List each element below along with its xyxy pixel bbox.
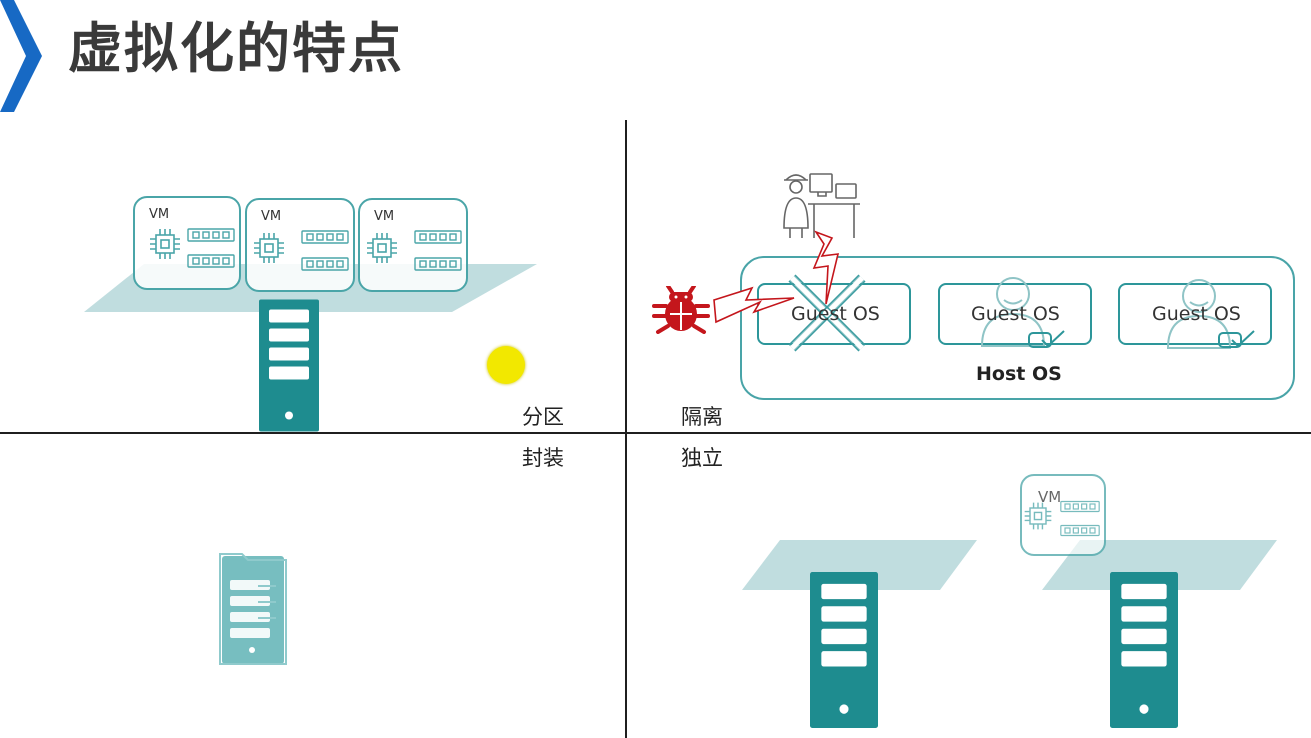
cross-icon bbox=[788, 274, 866, 352]
vm-card: VM bbox=[133, 196, 241, 290]
slide-title: 虚拟化的特点 bbox=[68, 17, 404, 80]
memory-icon bbox=[1060, 500, 1100, 513]
vm-label: VM bbox=[261, 209, 282, 224]
cpu-chip-icon bbox=[147, 226, 183, 262]
horizontal-divider bbox=[0, 432, 1311, 434]
quadrant-label-independence: 独立 bbox=[681, 446, 723, 470]
cpu-chip-icon bbox=[251, 230, 287, 266]
encapsulated-file-icon bbox=[219, 553, 287, 665]
vm-card: VM bbox=[245, 198, 355, 292]
server-icon bbox=[1110, 572, 1178, 728]
lightning-attack-icon bbox=[812, 230, 840, 305]
checkmark-icon bbox=[1028, 330, 1068, 350]
guest-os-label: Guest OS bbox=[971, 303, 1060, 325]
lightning-attack-icon bbox=[713, 286, 795, 324]
guest-os-box bbox=[938, 283, 1092, 345]
vm-card: VM bbox=[358, 198, 468, 292]
guest-os-label: Guest OS bbox=[1152, 303, 1241, 325]
server-icon bbox=[259, 299, 319, 432]
memory-icon bbox=[414, 230, 462, 244]
migrating-vm-card: VM bbox=[1020, 474, 1106, 556]
hacker-icon bbox=[783, 173, 860, 238]
quadrant-label-encapsulation: 封装 bbox=[522, 446, 564, 470]
memory-icon bbox=[301, 257, 349, 271]
memory-icon bbox=[301, 230, 349, 244]
server-icon bbox=[810, 572, 878, 728]
host-os-frame bbox=[740, 256, 1295, 400]
guest-os-box bbox=[1118, 283, 1272, 345]
quadrant-label-isolation: 隔离 bbox=[681, 405, 723, 429]
guest-os-label: Guest OS bbox=[791, 303, 880, 325]
memory-icon bbox=[1060, 524, 1100, 537]
vm-label: VM bbox=[374, 209, 395, 224]
memory-icon bbox=[187, 228, 235, 242]
guest-os-box bbox=[757, 283, 911, 345]
cpu-chip-icon bbox=[1022, 500, 1054, 532]
chevron-icon bbox=[0, 0, 42, 112]
vertical-divider bbox=[625, 120, 627, 738]
memory-icon bbox=[414, 257, 462, 271]
quadrant-label-partition: 分区 bbox=[522, 405, 564, 429]
platform-plane bbox=[742, 540, 977, 590]
cursor-highlight bbox=[487, 346, 525, 384]
host-os-label: Host OS bbox=[976, 363, 1062, 385]
vm-label: VM bbox=[149, 207, 170, 222]
memory-icon bbox=[187, 254, 235, 268]
vm-label: VM bbox=[1038, 488, 1062, 506]
checkmark-icon bbox=[1218, 330, 1258, 350]
cpu-chip-icon bbox=[364, 230, 400, 266]
virus-bug-icon bbox=[652, 286, 710, 334]
